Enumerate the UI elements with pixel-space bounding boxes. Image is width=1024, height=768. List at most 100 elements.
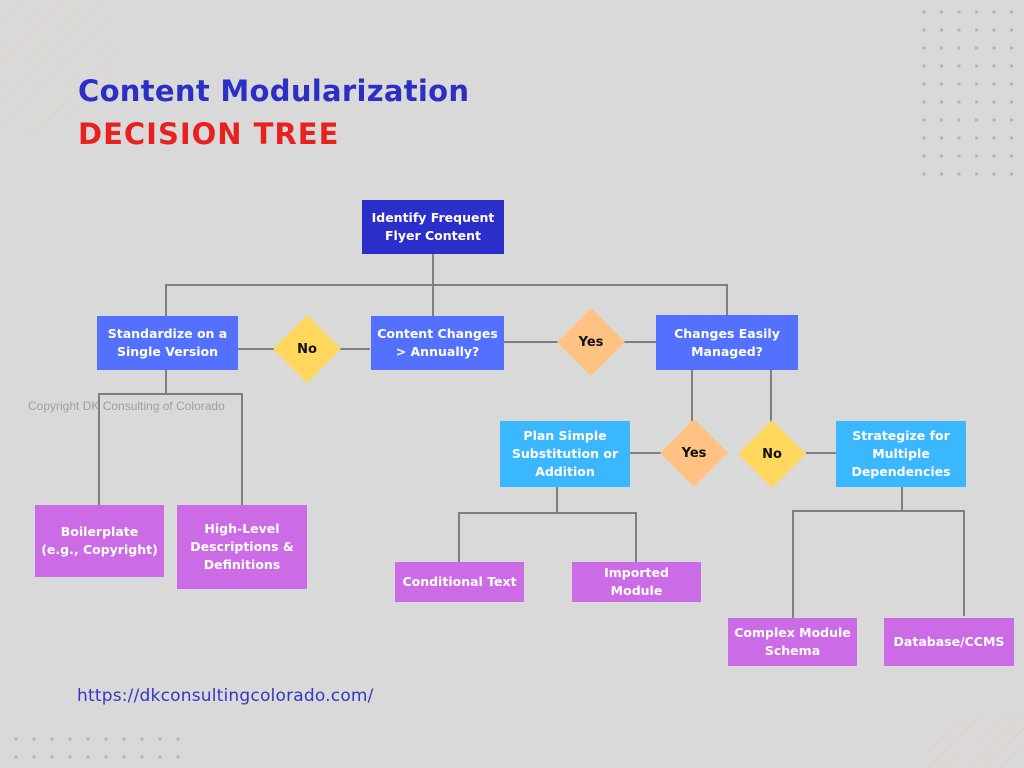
decor-dot [922, 64, 926, 68]
decor-dot [122, 737, 126, 741]
decor-dot [939, 172, 944, 176]
decor-dot [974, 100, 979, 104]
decor-dot [957, 118, 961, 122]
decor-dot [140, 737, 144, 741]
node-standardize: Standardize on a Single Version [97, 316, 238, 370]
decor-dot [922, 28, 926, 32]
node-root: Identify Frequent Flyer Content [362, 200, 504, 254]
node-strategize: Strategize for Multiple Dependencies [836, 421, 966, 487]
decor-dot [1009, 118, 1014, 122]
decision-label-no-lower: No [762, 446, 782, 462]
decor-dot [1009, 100, 1014, 104]
decor-dot [158, 755, 162, 759]
decor-dot [1009, 10, 1014, 14]
leaf-conditional-text: Conditional Text [395, 562, 524, 602]
decor-dot [957, 172, 961, 176]
decor-dot [122, 755, 126, 759]
title-main: Content Modularization [78, 74, 470, 108]
decor-dot [14, 755, 18, 759]
decor-dot [957, 46, 961, 50]
decor-dot [992, 64, 996, 68]
decor-dot [922, 10, 926, 14]
decor-dot [939, 118, 944, 122]
decor-dot [974, 172, 979, 176]
decor-dot [922, 172, 926, 176]
title-subtitle: DECISION TREE [78, 117, 340, 151]
decor-dot [68, 737, 72, 741]
decor-dot [922, 46, 926, 50]
dot-grid-decoration [14, 10, 1014, 759]
decor-dot [922, 136, 926, 140]
diagonal-stripes-bottom-right [927, 707, 1024, 768]
decision-label-no-left: No [297, 341, 317, 357]
decor-dot [939, 154, 944, 158]
decor-dot [974, 136, 979, 140]
decor-dot [974, 154, 979, 158]
decor-dot [939, 136, 944, 140]
decor-dot [1009, 172, 1014, 176]
decor-dot [957, 10, 961, 14]
node-content-changes: Content Changes > Annually? [371, 316, 504, 370]
decor-dot [992, 46, 996, 50]
decor-dot [68, 755, 72, 759]
decor-dot [104, 737, 108, 741]
website-link[interactable]: https://dkconsultingcolorado.com/ [77, 686, 374, 706]
decor-dot [974, 46, 979, 50]
node-changes-managed: Changes Easily Managed? [656, 315, 798, 370]
leaf-imported-module: Imported Module [572, 562, 701, 602]
decor-dot [939, 28, 944, 32]
copyright-text: Copyright DK Consulting of Colorado [28, 399, 225, 413]
decor-dot [992, 82, 996, 86]
decor-dot [974, 28, 979, 32]
node-plan-simple: Plan Simple Substitution or Addition [500, 421, 630, 487]
decor-dot [939, 46, 944, 50]
decor-dot [974, 118, 979, 122]
decor-dot [176, 737, 180, 741]
decor-dot [957, 28, 961, 32]
decor-dot [992, 28, 996, 32]
decor-dot [939, 100, 944, 104]
decor-dot [176, 755, 180, 759]
decor-dot [992, 172, 996, 176]
decor-dot [14, 737, 18, 741]
decor-dot [50, 737, 54, 741]
decor-dot [86, 755, 90, 759]
decor-dot [992, 100, 996, 104]
decor-dot [104, 755, 108, 759]
decor-dot [939, 82, 944, 86]
decor-dot [158, 737, 162, 741]
decor-dot [32, 737, 36, 741]
decor-dot [957, 64, 961, 68]
decor-dot [939, 64, 944, 68]
decor-dot [140, 755, 144, 759]
decor-dot [974, 82, 979, 86]
decor-dot [32, 755, 36, 759]
decor-dot [922, 118, 926, 122]
decor-dot [1009, 64, 1014, 68]
decor-dot [957, 100, 961, 104]
decor-dot [1009, 46, 1014, 50]
decor-dot [992, 10, 996, 14]
leaf-complex-schema: Complex Module Schema [728, 618, 857, 666]
decor-dot [974, 10, 979, 14]
decor-dot [922, 154, 926, 158]
decision-label-yes-lower: Yes [681, 445, 707, 461]
decision-label-yes-right: Yes [578, 334, 604, 350]
decor-dot [992, 118, 996, 122]
decor-dot [957, 154, 961, 158]
decor-dot [1009, 136, 1014, 140]
decor-dot [957, 136, 961, 140]
decor-dot [50, 755, 54, 759]
decor-dot [1009, 28, 1014, 32]
decor-dot [1009, 82, 1014, 86]
decor-dot [1009, 154, 1014, 158]
diagonal-stripes-top-left [0, 0, 117, 141]
decor-dot [86, 737, 90, 741]
decor-dot [939, 10, 944, 14]
decor-dot [957, 82, 961, 86]
decor-dot [992, 136, 996, 140]
decor-dot [974, 64, 979, 68]
decor-dot [922, 100, 926, 104]
leaf-boilerplate: Boilerplate (e.g., Copyright) [35, 505, 164, 577]
